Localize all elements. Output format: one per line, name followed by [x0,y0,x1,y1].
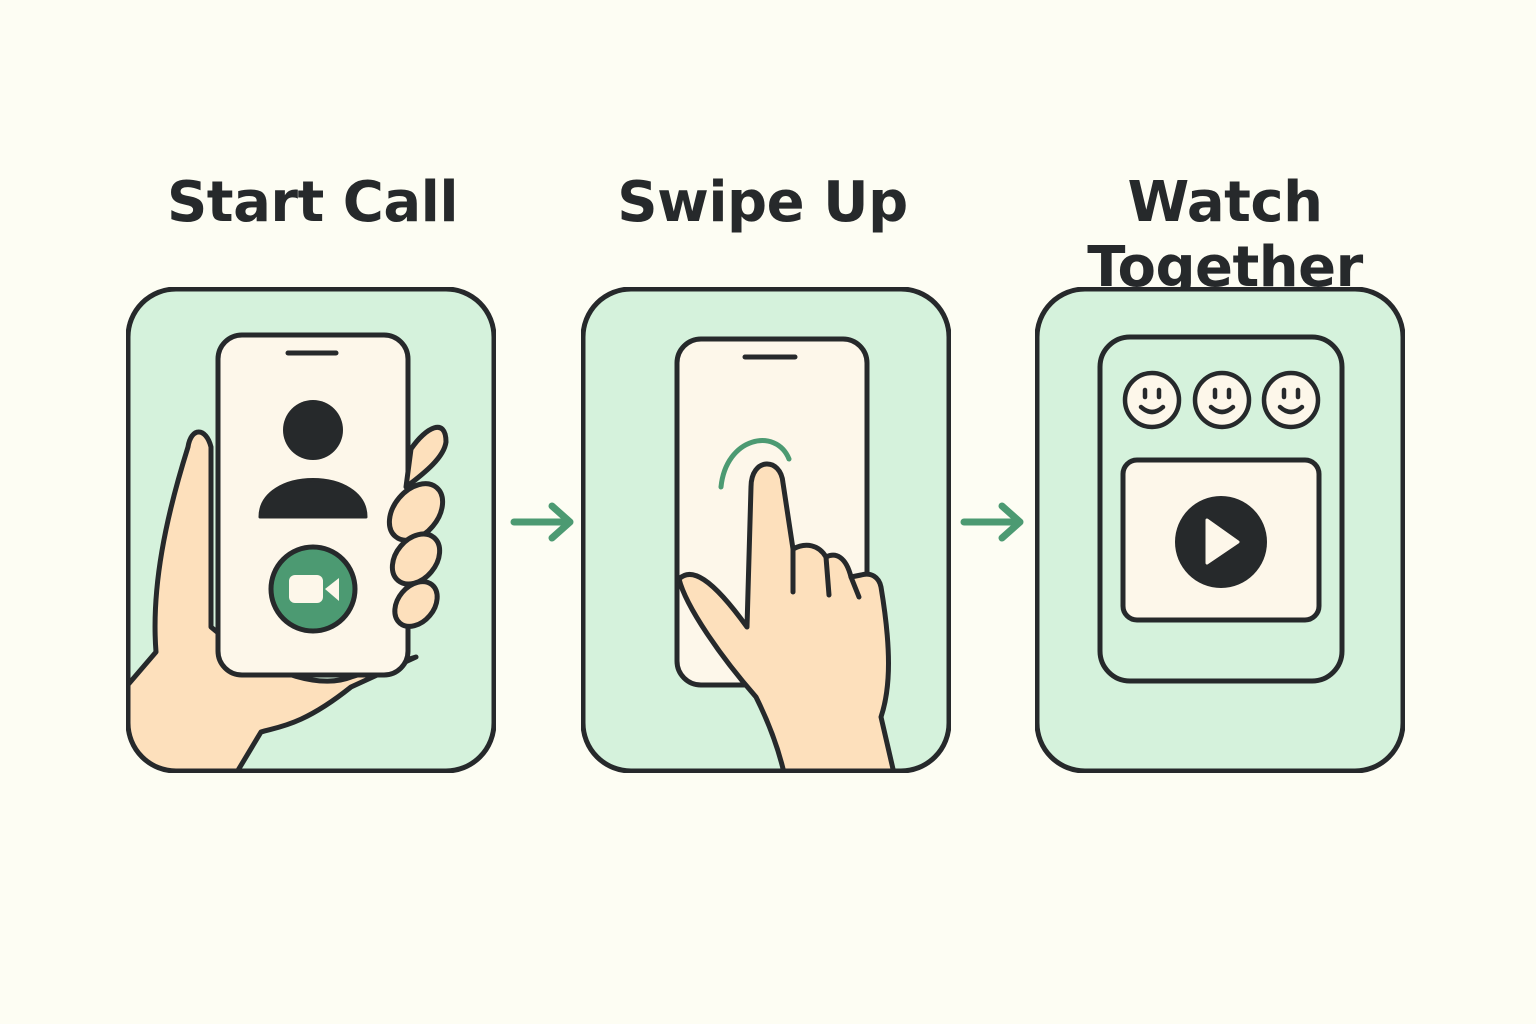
step-2-panel [581,287,951,773]
smiley-icon [1122,370,1321,430]
pointing-hand [676,461,899,771]
arrow-right-icon [510,502,574,542]
avatar-icon [258,400,368,519]
step-3-panel [1035,287,1405,773]
step-3-title: Watch Together [1087,170,1363,300]
step-2-title: Swipe Up [617,170,908,235]
arrow-right-icon [960,502,1024,542]
step-1-title: Start Call [166,170,459,235]
step-1-panel [126,287,496,773]
video-camera-icon [268,544,358,634]
play-icon [1175,496,1267,588]
swipe-arc-icon [718,438,792,490]
